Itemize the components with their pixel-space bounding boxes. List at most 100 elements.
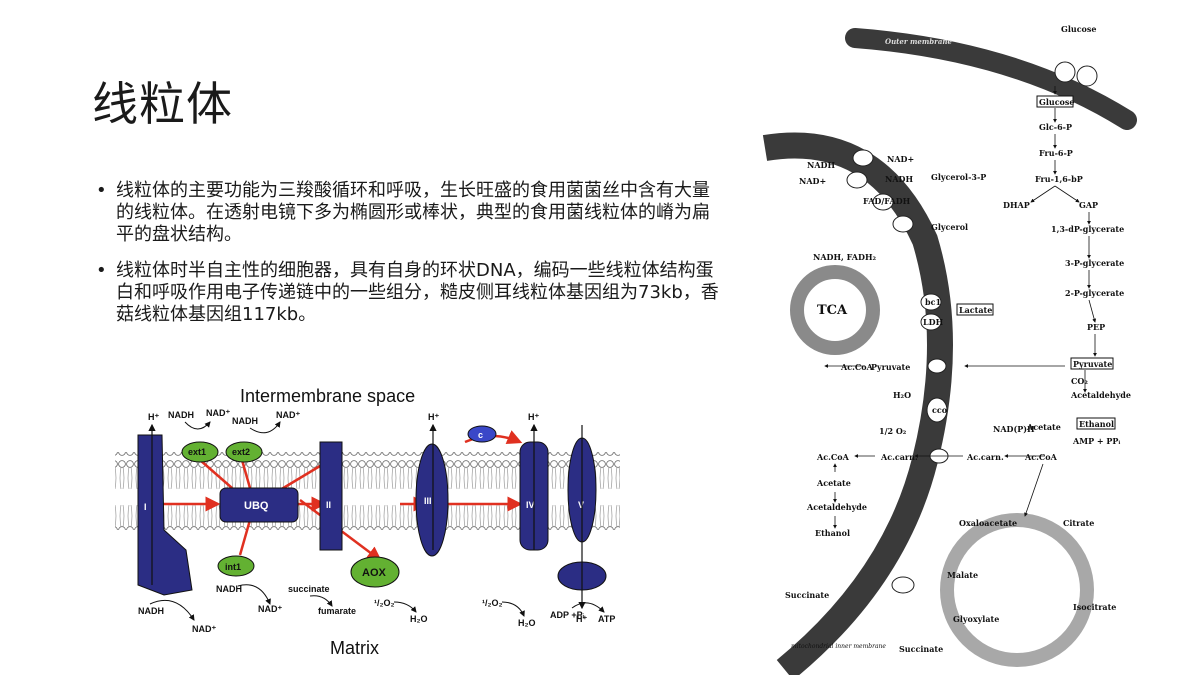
glycerol: Glycerol [931, 222, 968, 232]
slide-title: 线粒体 [92, 77, 233, 131]
bullet-text: 线粒体时半自主性的细胞器，具有自身的环状DNA，编码一些线粒体结构蛋白和呼吸作用… [116, 260, 719, 325]
accarn-left: Ac.carn. [880, 452, 918, 462]
dhap: DHAP [1003, 200, 1030, 210]
ext2-label: ext2 [232, 447, 250, 457]
int1-protein [217, 555, 255, 577]
atp-label: ATP [598, 614, 615, 624]
lactate-box: Lactate [959, 305, 992, 315]
nad-top-2: NAD⁺ [276, 410, 300, 420]
fru16bp: Fru-1,6-bP [1035, 174, 1083, 184]
bullet-text: 线粒体的主要功能为三羧酸循环和呼吸，生长旺盛的食用菌菌丝中含有大量的线粒体。在透… [116, 180, 710, 245]
int1-label: int1 [225, 562, 241, 572]
isocitrate: Isocitrate [1073, 602, 1116, 612]
nadplus-2: NAD+ [887, 154, 914, 164]
aox-protein [350, 556, 400, 588]
complex-iv-label: IV [526, 500, 535, 510]
accoa-left: Ac.CoA [840, 362, 874, 372]
ubq-label: UBQ [244, 500, 269, 512]
pathway-diagram: Outer membrane Glucose Glucose Glc-6-P F… [762, 24, 1137, 675]
ext1-label: ext1 [188, 447, 206, 457]
matrix-label: Matrix [330, 638, 379, 658]
nadh-1: NADH [807, 160, 835, 170]
outer-membrane-label: Outer membrane [885, 37, 952, 46]
outer-membrane-band [845, 28, 1137, 130]
acetaldehyde-left: Acetaldehyde [806, 502, 867, 512]
ldh-complex [920, 313, 942, 331]
bpg: 1,3-dP-glycerate [1051, 224, 1124, 234]
h2o-2: H₂O [518, 618, 536, 628]
bc1-complex [920, 293, 942, 311]
bc1-label: bc1 [925, 297, 941, 307]
tca-cycle-ring [790, 265, 880, 355]
nadh-top-1: NADH [168, 410, 194, 420]
intermembrane-label: Intermembrane space [240, 386, 415, 406]
complex-iii [415, 443, 449, 557]
h-plus-1: H⁺ [148, 412, 159, 422]
complex-v-label: V [578, 500, 584, 510]
acetate-left: Acetate [816, 478, 851, 488]
accoa-right: Ac.CoA [1024, 452, 1058, 462]
h-plus-4: H⁺ [576, 614, 587, 624]
glucose-box: Glucose [1039, 97, 1075, 107]
glyoxylate: Glyoxylate [953, 614, 999, 624]
complex-ii [319, 441, 343, 551]
pg2: 2-P-glycerate [1065, 288, 1124, 298]
complex-iii-label: III [424, 496, 432, 506]
bullet-item: •线粒体时半自主性的细胞器，具有自身的环状DNA，编码一些线粒体结构蛋白和呼吸作… [94, 260, 724, 326]
half-o2-1: ¹/₂O₂ [374, 598, 395, 608]
nadh-top-2: NADH [232, 416, 258, 426]
pg3: 3-P-glycerate [1065, 258, 1124, 268]
h2o-1: H₂O [410, 614, 428, 624]
membrane-diagram: Intermembrane space Matrix I ext1 ext2 i… [115, 386, 620, 658]
cyt-c-label: c [478, 430, 483, 440]
nadh-bottom-1: NADH [138, 606, 164, 616]
oxaloacetate: Oxaloacetate [959, 518, 1017, 528]
complex-i-label: I [144, 502, 147, 512]
amp: AMP + PPᵢ [1072, 436, 1120, 446]
ethanol-box: Ethanol [1079, 419, 1114, 429]
succinate-bottom: Succinate [899, 644, 943, 654]
glycerol3p: Glycerol-3-P [931, 172, 986, 182]
pyruvate-left: Pyruvate [871, 362, 910, 372]
h-plus-3: H⁺ [528, 412, 539, 422]
accoa-left2: Ac.CoA [816, 452, 850, 462]
ext1-protein [181, 441, 219, 463]
fadh2: FAD/FADH [863, 196, 911, 206]
ubq-box [219, 487, 299, 523]
h2o-right: H₂O [893, 390, 911, 400]
bullet-item: • 线粒体的主要功能为三羧酸循环和呼吸，生长旺盛的食用菌菌丝中含有大量的线粒体。在… [94, 180, 724, 246]
half-o2-2: ¹/₂O₂ [482, 598, 503, 608]
h-plus-2: H⁺ [428, 412, 439, 422]
fru6p: Fru-6-P [1039, 148, 1073, 158]
glyoxylate-cycle-ring [940, 513, 1094, 667]
half-o2-right: 1/2 O₂ [879, 426, 907, 436]
nadph: NAD(P)H [993, 424, 1035, 434]
glucose-top: Glucose [1061, 24, 1097, 34]
bullet-dot-icon: • [96, 180, 107, 201]
nad-bottom-2: NAD⁺ [258, 604, 282, 614]
accarn-mid: Ac.carn. [966, 452, 1004, 462]
bullet-list: • 线粒体的主要功能为三羧酸循环和呼吸，生长旺盛的食用菌菌丝中含有大量的线粒体。在… [94, 180, 724, 340]
ethanol-left: Ethanol [815, 528, 850, 538]
malate: Malate [947, 570, 978, 580]
cytochrome-c [467, 425, 497, 443]
pyruvate-box: Pyruvate [1073, 359, 1112, 369]
aox-label: AOX [362, 567, 387, 579]
pep: PEP [1087, 322, 1105, 332]
cco-complex [926, 397, 948, 423]
ldh-label: LDH [923, 317, 944, 327]
glc6p: Glc-6-P [1039, 122, 1072, 132]
gap: GAP [1079, 200, 1098, 210]
succinate-label: succinate [288, 584, 330, 594]
co2-right: CO₂ [1071, 376, 1088, 386]
acetaldehyde-right: Acetaldehyde [1070, 390, 1131, 400]
fumarate-label: fumarate [318, 606, 356, 616]
inner-membrane-label: mitochondrial inner membrane [791, 643, 886, 650]
nad-top-1: NAD⁺ [206, 408, 230, 418]
nadh-bottom-2: NADH [216, 584, 242, 594]
adp-pi-label: ADP +Pᵢ [550, 610, 585, 620]
nadh-fadh2: NADH, FADH₂ [813, 252, 877, 262]
succinate-left: Succinate [785, 590, 829, 600]
complex-ii-label: II [326, 500, 331, 510]
citrate: Citrate [1063, 518, 1094, 528]
